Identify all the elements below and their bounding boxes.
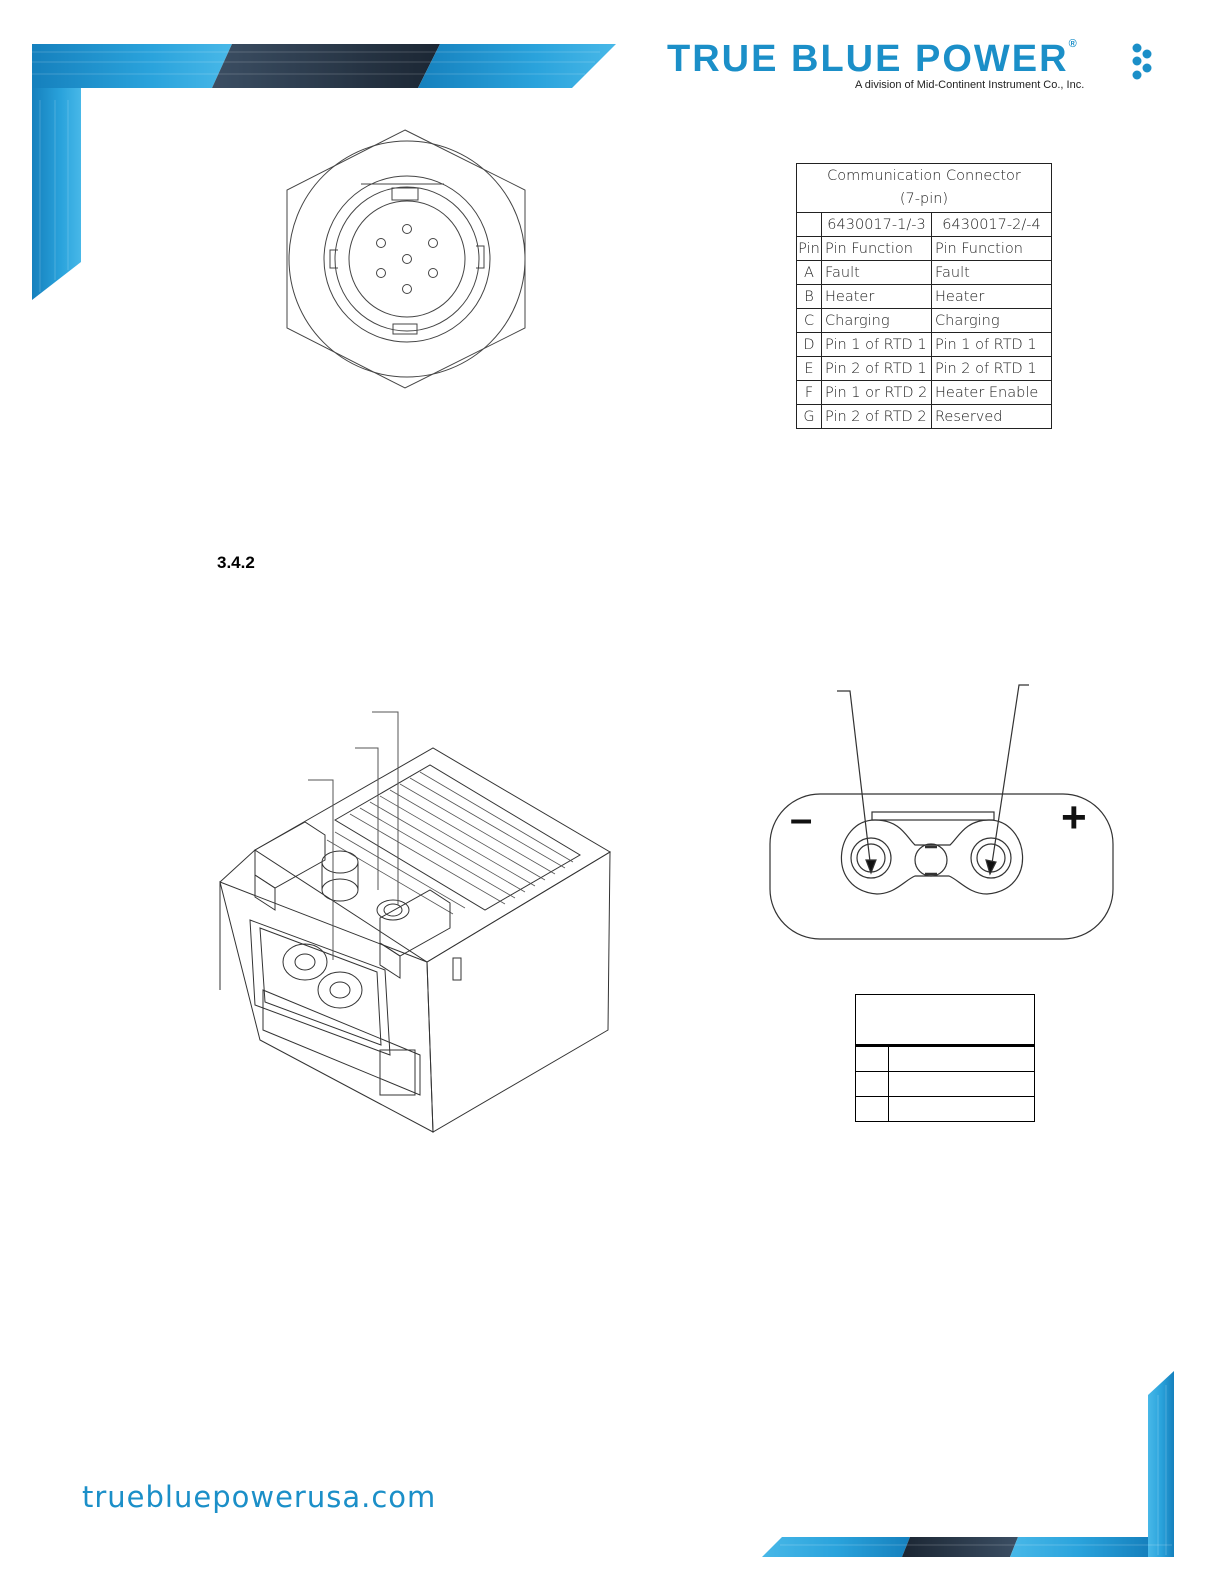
table-row xyxy=(855,1071,1035,1097)
pin-function-2: Pin 2 of RTD 1 xyxy=(931,356,1052,381)
plus-symbol: + xyxy=(1061,793,1087,842)
footer-banner-graphic xyxy=(762,1371,1174,1557)
table-row: F Pin 1 or RTD 2 Heater Enable xyxy=(796,380,1052,405)
registered-mark: ® xyxy=(1068,38,1077,50)
column-header-function-1: Pin Function xyxy=(821,236,932,261)
communication-connector-drawing xyxy=(286,129,526,389)
pin-function-1: Pin 2 of RTD 1 xyxy=(821,356,932,381)
footer-url: truebluepowerusa.com xyxy=(82,1480,437,1514)
minus-symbol: – xyxy=(790,797,812,841)
table-row: C Charging Charging xyxy=(796,308,1052,333)
table-row: D Pin 1 of RTD 1 Pin 1 of RTD 1 xyxy=(796,332,1052,357)
pin-label: F xyxy=(796,380,822,405)
table-row: G Pin 2 of RTD 2 Reserved xyxy=(796,404,1052,429)
column-header-row: Pin Pin Function Pin Function xyxy=(796,236,1052,261)
pin-label: D xyxy=(796,332,822,357)
pin-function-2: Heater Enable xyxy=(931,380,1052,405)
part-number-2: 6430017-2/-4 xyxy=(931,212,1052,237)
table-row: A Fault Fault xyxy=(796,260,1052,285)
pin-function-2: Charging xyxy=(931,308,1052,333)
table-cell xyxy=(855,1045,889,1072)
table-header-cell xyxy=(855,994,1035,1047)
table-row xyxy=(855,1096,1035,1122)
table-title-cell: Communication Connector (7-pin) xyxy=(796,163,1052,213)
pin-label: G xyxy=(796,404,822,429)
part-number-row: 6430017-1/-3 6430017-2/-4 xyxy=(796,212,1052,237)
pin-function-2: Reserved xyxy=(931,404,1052,429)
pin-label: C xyxy=(796,308,822,333)
pin-function-2: Fault xyxy=(931,260,1052,285)
brand-subtitle: A division of Mid-Continent Instrument C… xyxy=(855,79,1085,91)
communication-connector-table: Communication Connector (7-pin) 6430017-… xyxy=(796,163,1052,429)
power-connector-drawing: – + xyxy=(769,684,1114,940)
section-number: 3.4.2 xyxy=(217,553,255,572)
column-header-function-2: Pin Function xyxy=(931,236,1052,261)
pin-label: E xyxy=(796,356,822,381)
brand-dots-icon xyxy=(1132,43,1152,80)
column-header-pin: Pin xyxy=(796,236,822,261)
pin-function-1: Pin 1 or RTD 2 xyxy=(821,380,932,405)
pin-function-1: Heater xyxy=(821,284,932,309)
battery-unit-drawing xyxy=(219,711,611,1133)
part-number-1: 6430017-1/-3 xyxy=(821,212,932,237)
pin-function-1: Fault xyxy=(821,260,932,285)
table-cell xyxy=(888,1071,1035,1097)
table-cell xyxy=(855,1096,889,1122)
table-cell xyxy=(888,1096,1035,1122)
brand-name: TRUE BLUE POWER xyxy=(667,38,1069,80)
table-header-row xyxy=(855,994,1035,1047)
pin-function-1: Pin 1 of RTD 1 xyxy=(821,332,932,357)
table-row: B Heater Heater xyxy=(796,284,1052,309)
pin-function-1: Charging xyxy=(821,308,932,333)
pin-function-2: Heater xyxy=(931,284,1052,309)
pin-label: B xyxy=(796,284,822,309)
table-cell xyxy=(888,1045,1035,1072)
brand-logo-text: TRUE BLUE POWER® xyxy=(667,38,1077,81)
empty-cell xyxy=(796,212,822,237)
table-title: Communication Connector xyxy=(827,168,1021,184)
table-subtitle: (7-pin) xyxy=(899,191,949,207)
table-row: E Pin 2 of RTD 1 Pin 2 of RTD 1 xyxy=(796,356,1052,381)
table-title-row: Communication Connector (7-pin) xyxy=(796,163,1052,213)
table-row xyxy=(855,1045,1035,1072)
header-banner-graphic xyxy=(32,44,616,300)
power-connector-table xyxy=(855,994,1035,1122)
pin-function-2: Pin 1 of RTD 1 xyxy=(931,332,1052,357)
pin-label: A xyxy=(796,260,822,285)
table-cell xyxy=(855,1071,889,1097)
pin-function-1: Pin 2 of RTD 2 xyxy=(821,404,932,429)
